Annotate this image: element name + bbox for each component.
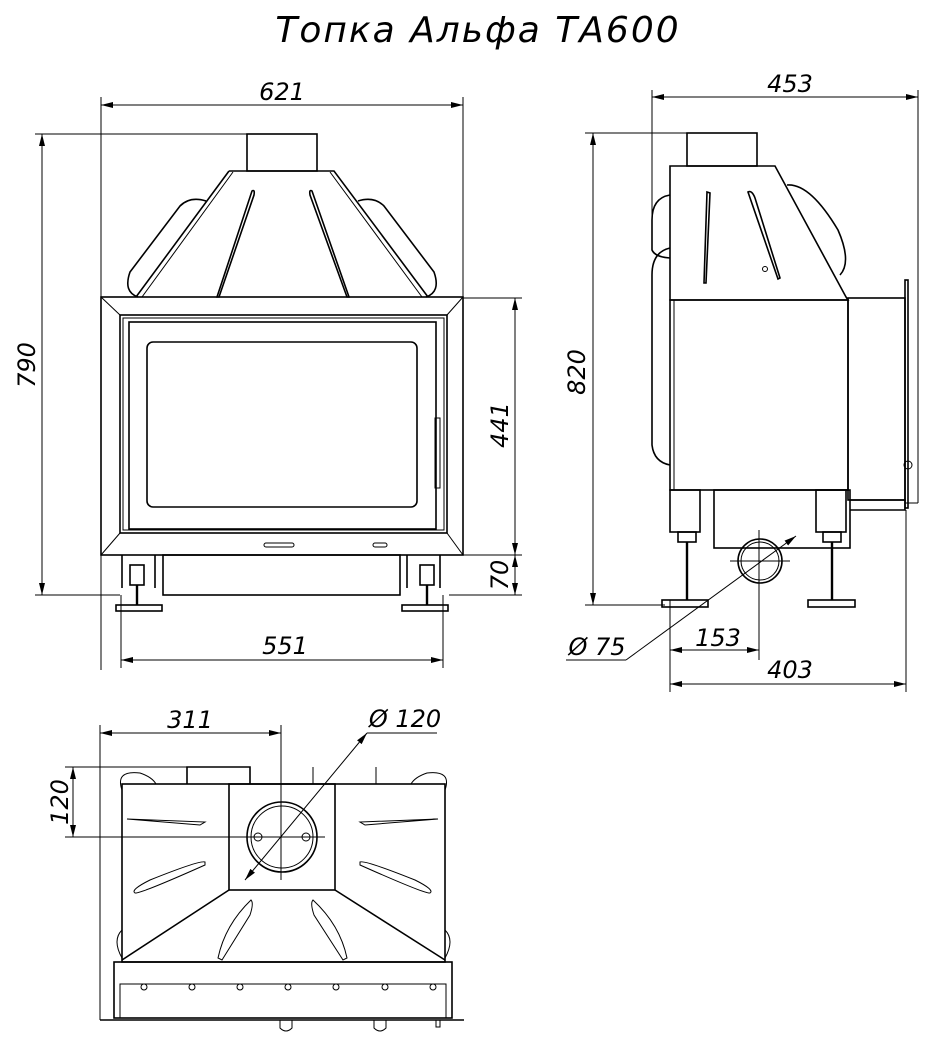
air-box: [713, 489, 851, 549]
foot-pad: [115, 604, 163, 612]
door-frame-side: [847, 297, 906, 501]
dim-air-inlet-offset: 153: [695, 624, 741, 652]
heat-exchanger-left: [127, 198, 207, 298]
foot-pad: [661, 599, 709, 608]
ash-box: [162, 554, 401, 596]
front-view: 621 790 441 70 551: [13, 78, 522, 670]
door: [128, 321, 437, 530]
hood-rib: [308, 189, 351, 298]
heat-exchanger-side: [786, 184, 847, 276]
hood-rib: [215, 189, 256, 298]
dim-flue-diameter: Ø 120: [368, 705, 441, 733]
side-view: 453 820 153: [563, 70, 919, 692]
flue-plate: [228, 783, 336, 891]
dim-side-height: 820: [563, 349, 591, 395]
dim-flue-offset-x: 311: [167, 706, 213, 734]
dim-flue-offset-y: 120: [46, 779, 74, 825]
flue-collar: [246, 133, 318, 172]
dim-leg-height: 70: [486, 560, 514, 591]
hood-side: [669, 165, 850, 301]
dim-body-depth: 403: [767, 656, 813, 684]
door-glass: [146, 341, 418, 508]
drawing-title: Топка Альфа ТА600: [275, 10, 680, 51]
dim-base-width: 551: [262, 632, 308, 660]
foot-pad: [401, 604, 449, 612]
firebox-side: [669, 299, 849, 491]
foot-pad: [807, 599, 856, 608]
dim-front-width: 621: [259, 78, 305, 106]
dim-door-height: 441: [486, 402, 514, 448]
dim-front-height: 790: [13, 342, 41, 388]
dim-air-inlet-diameter: Ø 75: [567, 633, 625, 661]
frame-holes: [140, 983, 437, 991]
heat-exchanger-right: [357, 198, 437, 298]
door-handle: [434, 417, 441, 489]
top-view: 311 120 Ø 120: [46, 705, 464, 1032]
front-frame-top: [113, 961, 453, 1019]
flue-collar-side: [686, 132, 758, 167]
hood: [135, 170, 429, 298]
dim-side-depth: 453: [767, 70, 813, 98]
door-frame: [100, 296, 464, 556]
